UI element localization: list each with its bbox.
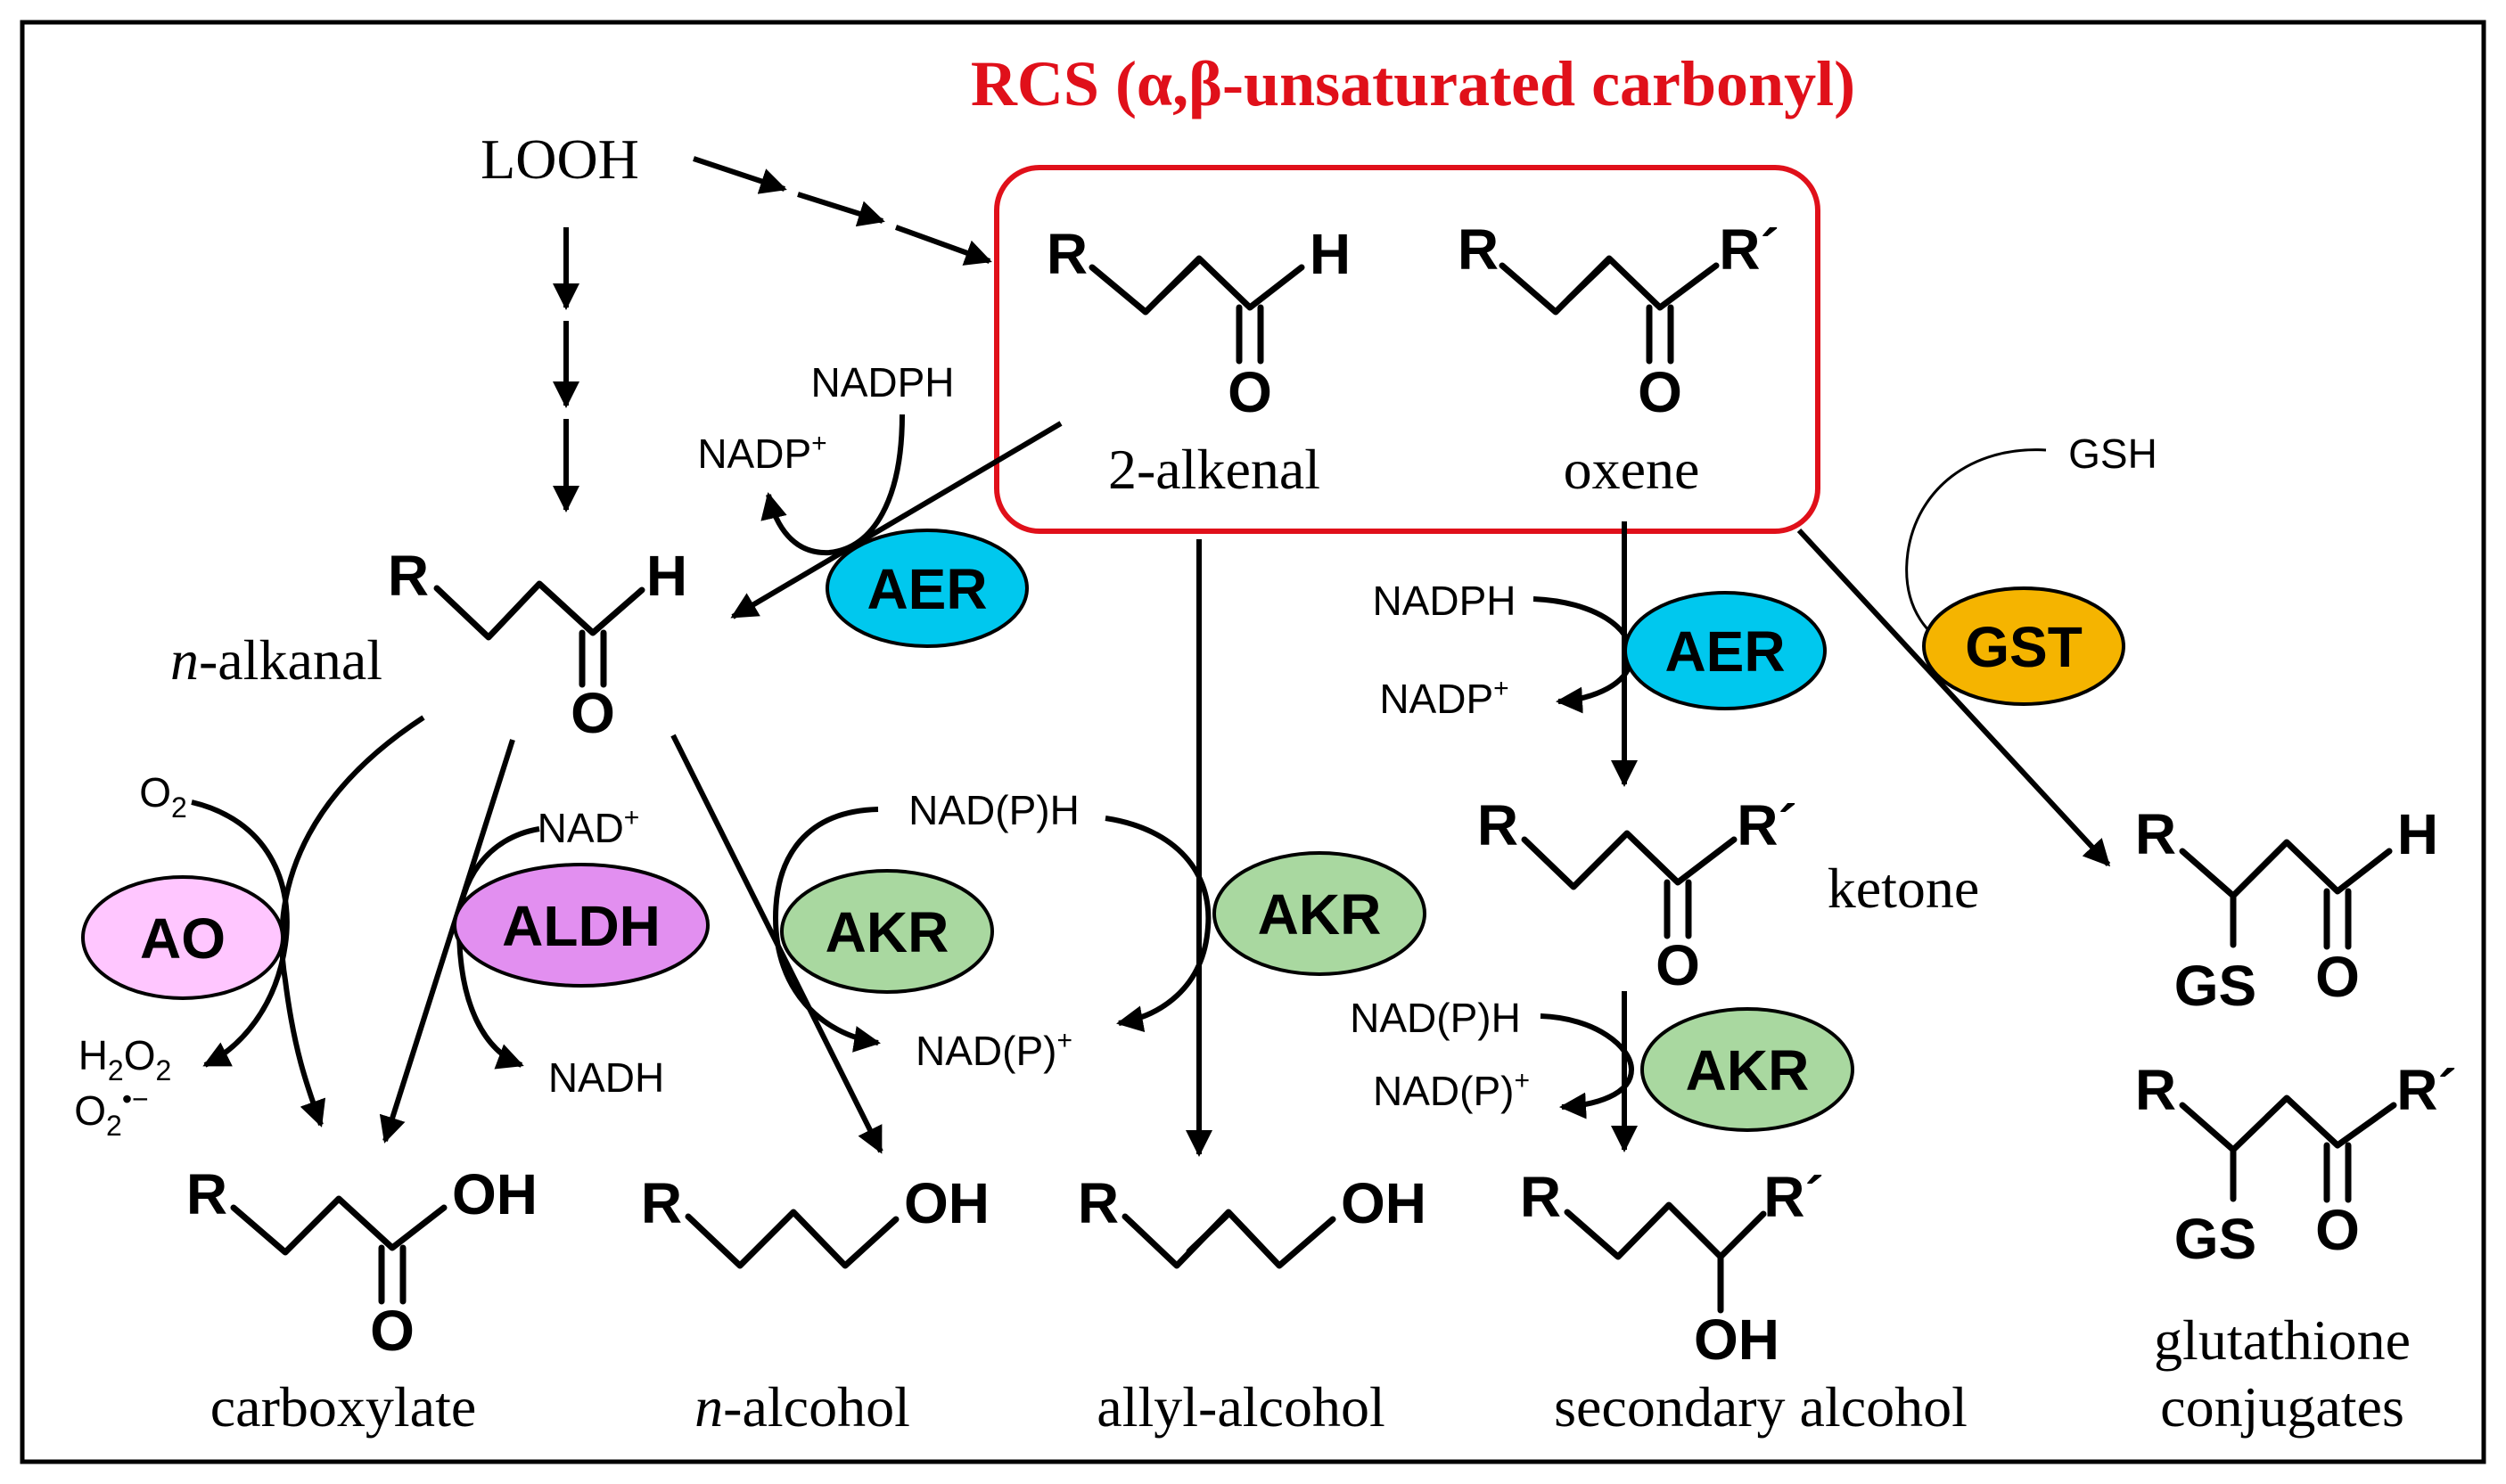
gs2-gs: GS: [2174, 1207, 2256, 1271]
akr3-cofactor-curve: [1540, 1013, 1635, 1119]
carboxylate-oh: OH: [452, 1162, 538, 1226]
secondary-r: R: [1520, 1165, 1561, 1229]
oxene-label: oxene: [1564, 438, 1700, 501]
gs2-r: R: [2135, 1058, 2176, 1122]
oxene-r2: R´: [1719, 217, 1779, 282]
akr3-nadph: NAD(P)H: [1350, 995, 1521, 1041]
aer1-nadph: NADPH: [810, 359, 954, 406]
gs1-r: R: [2135, 802, 2176, 866]
allyl-r: R: [1078, 1171, 1119, 1235]
gs-conjugate-ketone: R R´ GS O: [2135, 1058, 2457, 1271]
akr-nadph: NAD(P)H: [908, 787, 1080, 833]
ketone-structure: R R´ O: [1477, 793, 1797, 997]
aer1-enzyme: [826, 529, 1029, 648]
alcohol-structure: R OH: [641, 1171, 990, 1269]
gs1-gs: GS: [2174, 954, 2256, 1018]
aldh-nadh: NADH: [548, 1054, 664, 1101]
gs1-o: O: [2315, 945, 2360, 1009]
akr1-cofactor-curve: [772, 807, 881, 1053]
allyl-oh: OH: [1341, 1171, 1426, 1235]
aer2-nadph: NADPH: [1372, 578, 1516, 624]
gs2-r2: R´: [2396, 1058, 2457, 1122]
rcs-box: [994, 165, 1820, 534]
alkenal-h: H: [1310, 222, 1351, 286]
secondary-oh: OH: [1694, 1308, 1779, 1372]
alkenal-o: O: [1228, 360, 1272, 424]
ao-superoxide: O2•−: [74, 1083, 148, 1142]
carboxylate-label: carboxylate: [210, 1375, 477, 1439]
looh-to-alkenal-arrow: [693, 156, 992, 266]
alkanal-label: n-alkanal: [170, 628, 382, 692]
aer2-label: AER: [1664, 619, 1785, 684]
akr2-enzyme: [1212, 851, 1426, 976]
alkanal-structure: R H O: [388, 544, 687, 745]
aer1-nadp: NADP+: [697, 429, 826, 477]
alkanal-o: O: [571, 681, 615, 745]
secondary-label: secondary alcohol: [1554, 1375, 1968, 1439]
aer2-nadp: NADP+: [1379, 674, 1508, 722]
alcohol-label: n-alcohol: [694, 1375, 910, 1439]
akr1-enzyme: [780, 869, 994, 994]
alkanal-to-carboxylate-aldh-arrow: [379, 739, 515, 1144]
gsh-label: GSH: [2068, 430, 2157, 477]
oxene-structure: R R´ O: [1458, 217, 1779, 424]
ao-label: AO: [140, 906, 226, 971]
carboxylate-r: R: [186, 1162, 227, 1226]
akr-nadp: NAD(P)+: [916, 1026, 1072, 1074]
gst-label: GST: [1965, 615, 2083, 679]
looh-label: LOOH: [481, 127, 639, 191]
alkenal-structure: R H O: [1047, 222, 1351, 424]
rcs-to-gs-arrow: [1796, 528, 2111, 867]
ao-enzyme: [81, 875, 284, 1000]
gst-enzyme: [1922, 586, 2125, 706]
aldh-label: ALDH: [502, 894, 661, 958]
carboxylate-o: O: [370, 1299, 415, 1363]
oxene-o: O: [1638, 360, 1682, 424]
glutathione-line1: glutathione: [2154, 1308, 2411, 1372]
akr2-label: AKR: [1258, 882, 1382, 947]
gs1-h: H: [2397, 802, 2438, 866]
akr1-label: AKR: [826, 900, 949, 964]
allyl-structure: R OH: [1078, 1171, 1426, 1269]
alcohol-oh: OH: [904, 1171, 990, 1235]
aer2-cofactor-curve: [1532, 596, 1635, 714]
alkenal-r: R: [1047, 222, 1088, 286]
gs2-o: O: [2315, 1198, 2360, 1262]
aer1-cofactor-curve: [760, 414, 905, 556]
glutathione-line2: conjugates: [2160, 1375, 2404, 1439]
ketone-o: O: [1656, 933, 1700, 997]
ao-cofactor-curve: [191, 799, 290, 1068]
aer2-enzyme: [1623, 591, 1827, 710]
secondary-structure: R R´ OH: [1520, 1165, 1824, 1372]
secondary-r2: R´: [1763, 1165, 1824, 1229]
akr2-cofactor-curve: [1105, 816, 1212, 1033]
gs-conjugate-aldehyde: R H GS O: [2135, 802, 2438, 1018]
alkanal-h: H: [646, 544, 687, 608]
akr3-label: AKR: [1686, 1038, 1810, 1103]
carboxylate-structure: R OH O: [186, 1162, 538, 1363]
aer1-label: AER: [867, 557, 987, 621]
aldh-nad: NAD+: [538, 803, 640, 851]
alkenal-to-alkanal-arrow: [730, 421, 1063, 619]
rcs-title: RCS (α,β-unsaturated carbonyl): [971, 48, 1855, 119]
akr3-enzyme: [1640, 1007, 1854, 1132]
oxene-r: R: [1458, 217, 1499, 282]
alkanal-to-carboxylate-ao-arrow: [279, 715, 425, 1127]
akr3-nadp: NAD(P)+: [1373, 1066, 1530, 1114]
figure-frame: [20, 20, 2486, 1464]
ao-h2o2: H2O2: [78, 1032, 172, 1086]
ketone-label: ketone: [1828, 857, 1980, 920]
ketone-r: R: [1477, 793, 1518, 857]
allyl-label: allyl-alcohol: [1097, 1375, 1384, 1439]
aldh-enzyme: [453, 863, 710, 988]
ketone-r2: R´: [1737, 793, 1797, 857]
ao-o2: O2: [139, 769, 187, 824]
alcohol-r: R: [641, 1171, 682, 1235]
alkenal-label: 2-alkenal: [1108, 438, 1320, 501]
alkanal-r: R: [388, 544, 429, 608]
